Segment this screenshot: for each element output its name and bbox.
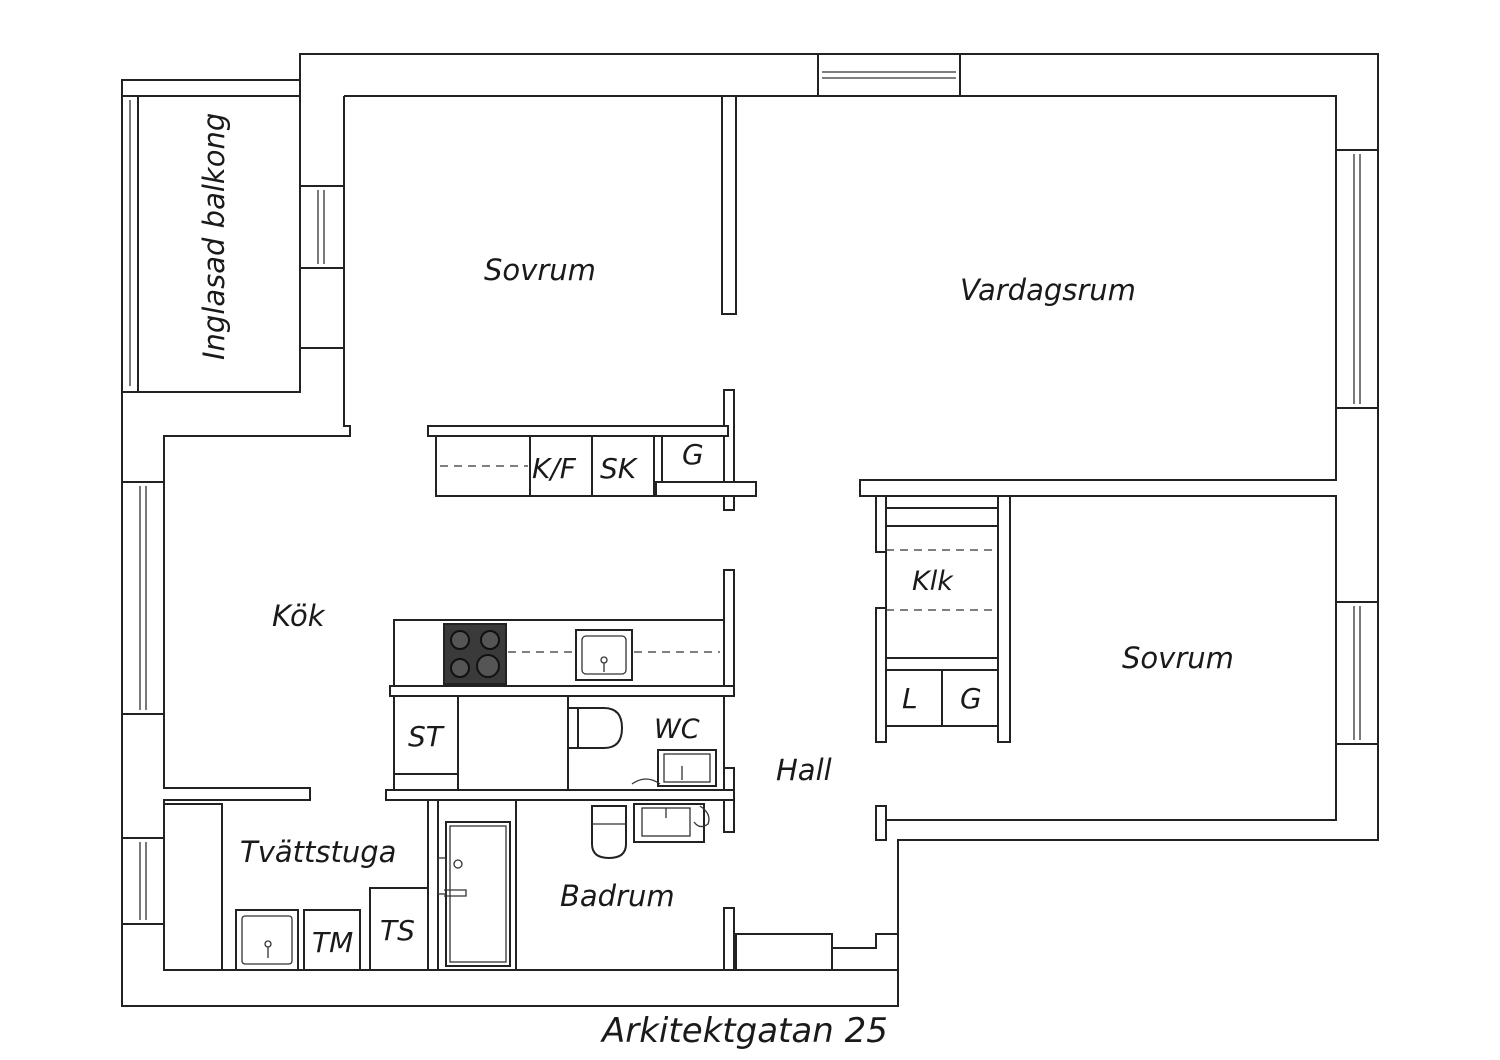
room-label-sovrum-1: Sovrum — [484, 253, 596, 287]
door-icon — [437, 821, 511, 967]
bathroom — [437, 800, 710, 970]
room-label-sovrum-2: Sovrum — [1122, 641, 1234, 675]
fixture-label-ts: TS — [380, 914, 415, 947]
laundry — [163, 803, 429, 971]
kitchen-counter — [393, 619, 725, 687]
fixture-labels: K/F SK G ST L G TM TS — [312, 438, 982, 959]
toilet-icon — [591, 805, 627, 860]
room-label-badrum: Badrum — [560, 879, 675, 913]
closets — [885, 525, 999, 727]
fixture-label-g1: G — [682, 438, 704, 471]
fixture-label-st: ST — [408, 720, 445, 753]
st-cabinet — [393, 695, 459, 791]
interior-walls — [385, 95, 1011, 971]
fixture-label-g2: G — [960, 682, 982, 715]
sink-icon — [575, 629, 633, 681]
room-label-klk: Klk — [912, 566, 954, 597]
kitchen-cabinets — [435, 435, 725, 497]
room-label-vardagsrum: Vardagsrum — [960, 273, 1136, 307]
address-label: Arkitektgatan 25 — [600, 1011, 888, 1051]
sink-icon — [235, 909, 299, 971]
fixture-label-tm: TM — [312, 926, 353, 959]
windows — [121, 53, 1379, 925]
room-label-kok: Kök — [272, 599, 326, 633]
wc-room — [567, 695, 725, 791]
sink-icon — [633, 803, 705, 843]
fixture-label-l: L — [902, 682, 918, 715]
sink-icon — [657, 749, 717, 787]
room-label-tvattstuga: Tvättstuga — [240, 835, 396, 869]
fixture-label-kf: K/F — [532, 452, 577, 485]
room-label-balkong: Inglasad balkong — [197, 113, 231, 360]
toilet-icon — [567, 707, 624, 749]
room-label-hall: Hall — [776, 753, 832, 787]
room-label-wc: WC — [654, 714, 700, 745]
room-labels: Inglasad balkong Sovrum Vardagsrum Kök K… — [197, 113, 1234, 913]
fixture-label-sk: SK — [600, 452, 639, 485]
